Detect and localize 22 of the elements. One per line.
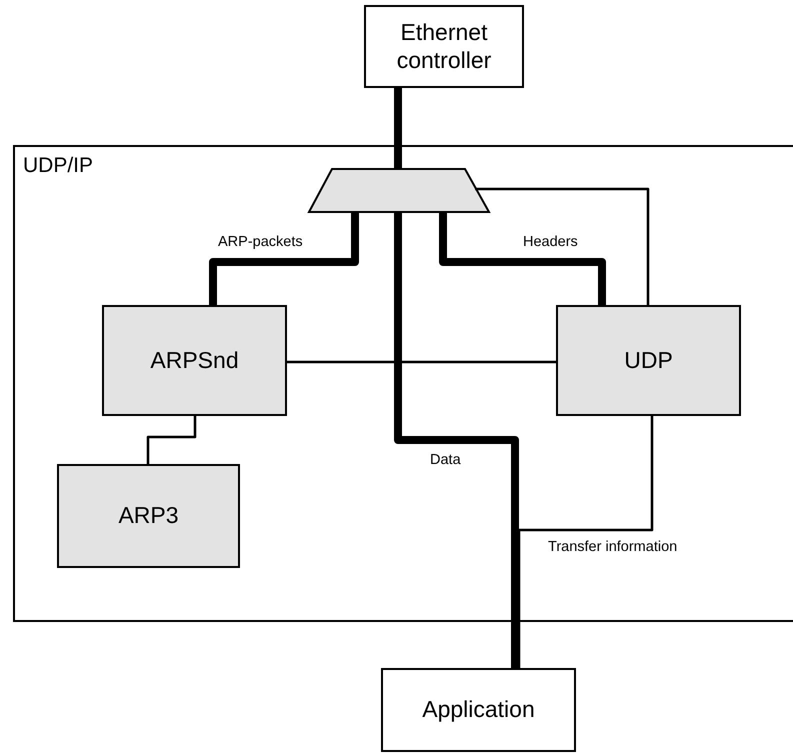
group-container — [13, 145, 793, 622]
box-label: Ethernet controller — [396, 18, 492, 74]
connector-line — [518, 416, 654, 668]
module-box — [556, 305, 741, 416]
box-label: ARPSnd — [150, 346, 239, 374]
external-box — [364, 5, 524, 88]
bus-connector — [439, 213, 606, 305]
box-label: UDP — [624, 346, 673, 374]
edge-label: ARP-packets — [216, 234, 305, 250]
module-box — [102, 305, 287, 416]
connector-line — [475, 188, 650, 305]
connector-line — [146, 416, 196, 464]
group-title: UDP/IP — [23, 153, 94, 178]
box-label: ARP3 — [118, 502, 179, 530]
external-box — [381, 668, 576, 752]
bus-connector — [209, 213, 359, 305]
module-box — [57, 464, 240, 568]
bus-connector — [394, 88, 402, 168]
multiplexer-trapezoid — [308, 168, 490, 213]
connector-line — [287, 360, 556, 364]
bus-connector — [394, 213, 519, 668]
box-label: Application — [422, 696, 535, 724]
